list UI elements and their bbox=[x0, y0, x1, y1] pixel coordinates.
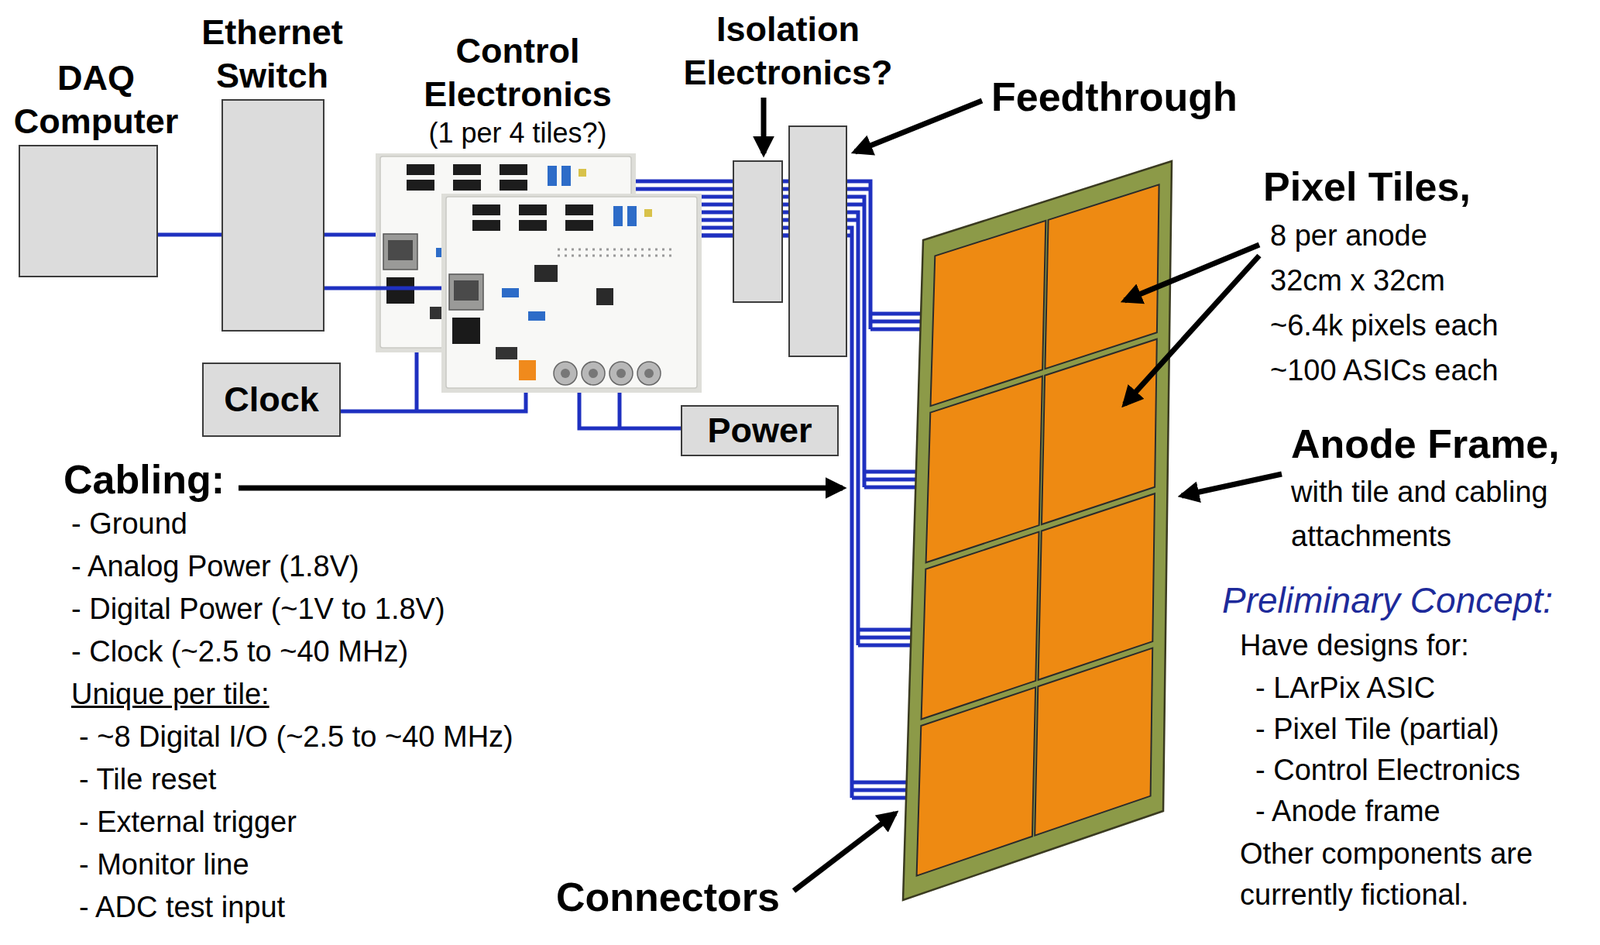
label-holder: - Monitor line bbox=[78, 846, 250, 883]
cable-spec: - Digital Power (~1V to 1.8V) bbox=[71, 590, 446, 627]
label-holder: Anode Frame, bbox=[1290, 419, 1560, 468]
power-box: Power bbox=[680, 405, 839, 457]
heading-group: Feedthrough bbox=[991, 72, 1271, 121]
pixel-tile bbox=[916, 686, 1037, 876]
spec-note: 8 per anode bbox=[1270, 217, 1428, 254]
label-holder: Connectors bbox=[556, 872, 780, 921]
concept-note: Other components are currently fictional… bbox=[1239, 833, 1581, 916]
label-holder: - Digital Power (~1V to 1.8V) bbox=[71, 590, 446, 627]
label-holder: ~100 ASICs each bbox=[1270, 352, 1499, 388]
node-heading: Isolation Electronics? bbox=[672, 7, 905, 95]
leader-arrow bbox=[238, 485, 843, 491]
node-heading: DAQ Computer bbox=[3, 56, 189, 144]
isolation-box: Isolation Electronics? bbox=[732, 160, 783, 303]
leader-arrow bbox=[793, 813, 896, 891]
leader-arrow bbox=[761, 97, 767, 154]
leader-arrow bbox=[1124, 255, 1260, 405]
label-holder: Have designs for: bbox=[1239, 627, 1470, 663]
label-holder: Pixel Tiles, bbox=[1263, 162, 1471, 211]
node-heading: (1 per 4 tiles?) bbox=[401, 116, 635, 151]
pcb-photo bbox=[441, 193, 702, 393]
pixel-tile bbox=[1041, 339, 1158, 525]
cable-spec: - Tile reset bbox=[78, 761, 217, 797]
cable bbox=[324, 233, 376, 237]
concept-item: - LArPix ASIC bbox=[1255, 669, 1436, 706]
list-heading: Unique per tile: bbox=[71, 676, 270, 712]
heading-group: Control Electronics(1 per 4 tiles?) bbox=[401, 29, 635, 151]
cable-spec: - External trigger bbox=[78, 803, 297, 840]
label-holder: - External trigger bbox=[78, 803, 297, 840]
pixel-tile bbox=[1038, 493, 1155, 680]
pixel-tile bbox=[1034, 648, 1153, 836]
spec-note: ~6.4k pixels each bbox=[1270, 307, 1499, 344]
label-holder: - Tile reset bbox=[78, 761, 217, 797]
feedthrough-box: Feedthrough bbox=[788, 125, 848, 358]
spec-note: 32cm x 32cm bbox=[1270, 262, 1446, 299]
cable bbox=[870, 313, 926, 330]
label-holder: - Ground bbox=[71, 505, 188, 542]
node-label: Power bbox=[707, 408, 812, 453]
node-heading: Control Electronics bbox=[401, 29, 635, 117]
cable bbox=[157, 233, 222, 237]
leader-arrow bbox=[1124, 244, 1260, 301]
node-heading: Feedthrough bbox=[991, 72, 1271, 121]
label-holder: - ADC test input bbox=[78, 889, 285, 925]
label-holder: - Analog Power (1.8V) bbox=[71, 548, 360, 584]
cable-spec: - Monitor line bbox=[78, 846, 250, 883]
label-holder: Unique per tile: bbox=[71, 676, 270, 712]
label-holder: 8 per anode bbox=[1270, 217, 1428, 254]
concept-item: - Pixel Tile (partial) bbox=[1255, 710, 1500, 747]
label-holder: - Pixel Tile (partial) bbox=[1255, 710, 1500, 747]
callout-note: with tile and cabling attachments bbox=[1290, 470, 1570, 559]
cable-spec: - Ground bbox=[71, 505, 188, 542]
cable bbox=[782, 233, 789, 238]
node-label: Clock bbox=[223, 377, 320, 422]
label-holder: 32cm x 32cm bbox=[1270, 262, 1446, 299]
cable bbox=[701, 233, 733, 238]
callout-title: Anode Frame, bbox=[1290, 419, 1560, 468]
cable bbox=[340, 392, 526, 412]
pixel-tile bbox=[921, 532, 1040, 720]
heading-group: DAQ Computer bbox=[3, 56, 189, 144]
callout-title: Pixel Tiles, bbox=[1263, 162, 1471, 211]
cable-spec: - Clock (~2.5 to ~40 MHz) bbox=[71, 633, 409, 670]
clock-box: Clock bbox=[202, 362, 341, 437]
node-heading: Ethernet Switch bbox=[183, 10, 362, 98]
cable-spec: - ~8 Digital I/O (~2.5 to ~40 MHz) bbox=[78, 718, 514, 755]
anode-frame bbox=[903, 161, 1172, 900]
concept-item: - Anode frame bbox=[1255, 793, 1441, 829]
heading-group: Isolation Electronics? bbox=[672, 7, 905, 95]
pixel-tile bbox=[1044, 184, 1159, 369]
label-holder: - Clock (~2.5 to ~40 MHz) bbox=[71, 633, 409, 670]
label-holder: - Anode frame bbox=[1255, 793, 1441, 829]
concept-heading: Preliminary Concept: bbox=[1222, 578, 1553, 622]
concept-note: Have designs for: bbox=[1239, 627, 1470, 663]
label-holder: Preliminary Concept: bbox=[1222, 578, 1553, 622]
label-holder: with tile and cabling attachments bbox=[1290, 470, 1570, 559]
spec-note: ~100 ASICs each bbox=[1270, 352, 1499, 388]
cable-spec: - Analog Power (1.8V) bbox=[71, 548, 360, 584]
label-holder: Other components are currently fictional… bbox=[1239, 833, 1581, 916]
leader-arrow bbox=[1181, 473, 1282, 496]
cable-spec: - ADC test input bbox=[78, 889, 285, 925]
computer-box: DAQ Computer bbox=[18, 144, 158, 278]
pixel-tile bbox=[930, 220, 1047, 406]
leader-arrow bbox=[854, 100, 982, 152]
label-holder: ~6.4k pixels each bbox=[1270, 307, 1499, 344]
callout-title: Connectors bbox=[556, 872, 780, 921]
callout-title: Cabling: bbox=[63, 455, 225, 504]
label-holder: Cabling: bbox=[63, 455, 225, 504]
label-holder: - LArPix ASIC bbox=[1255, 669, 1436, 706]
control-board: Control Electronics(1 per 4 tiles?) bbox=[375, 153, 702, 393]
cable bbox=[579, 392, 681, 429]
heading-group: Ethernet Switch bbox=[183, 10, 362, 98]
label-holder: - Control Electronics bbox=[1255, 751, 1521, 788]
cable bbox=[618, 392, 622, 429]
pixel-tile bbox=[926, 376, 1043, 564]
switch-box: Ethernet Switch bbox=[221, 99, 325, 332]
cable bbox=[415, 352, 419, 412]
cable bbox=[324, 286, 443, 291]
label-holder: - ~8 Digital I/O (~2.5 to ~40 MHz) bbox=[78, 718, 514, 755]
concept-item: - Control Electronics bbox=[1255, 751, 1521, 788]
